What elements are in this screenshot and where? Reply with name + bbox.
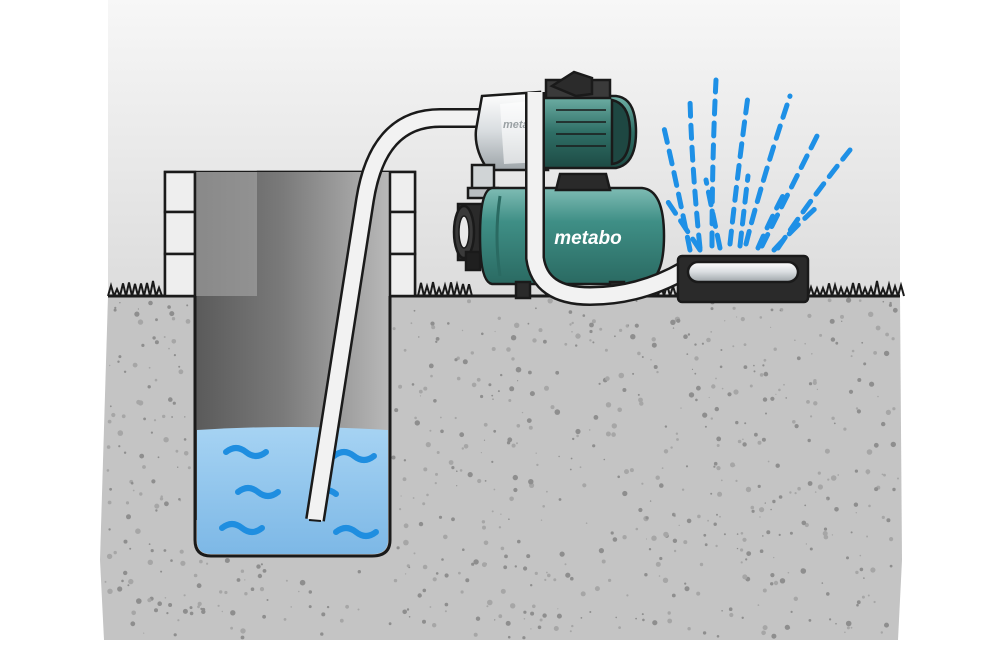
pump-motor-icon xyxy=(538,70,638,170)
water-jet xyxy=(661,193,703,253)
ground-texture xyxy=(104,297,899,640)
water-jet xyxy=(709,77,719,249)
water-jet xyxy=(737,173,751,249)
pressure-tank-icon: metabo xyxy=(478,172,666,300)
tank-logo: metabo xyxy=(554,228,622,249)
water-jet xyxy=(743,93,793,247)
water-jet xyxy=(771,203,821,253)
water-jet xyxy=(703,177,723,251)
sprinkler-icon xyxy=(676,254,810,304)
well-water xyxy=(197,427,388,554)
water-jet xyxy=(755,187,789,251)
outlet-hose xyxy=(525,92,691,307)
water-jet xyxy=(727,93,751,247)
water-jet xyxy=(775,147,853,251)
water-jet xyxy=(661,125,693,253)
water-jet xyxy=(687,97,703,251)
water-jet xyxy=(759,127,823,249)
suction-hose xyxy=(305,108,500,522)
water-spray-icon xyxy=(661,77,853,253)
